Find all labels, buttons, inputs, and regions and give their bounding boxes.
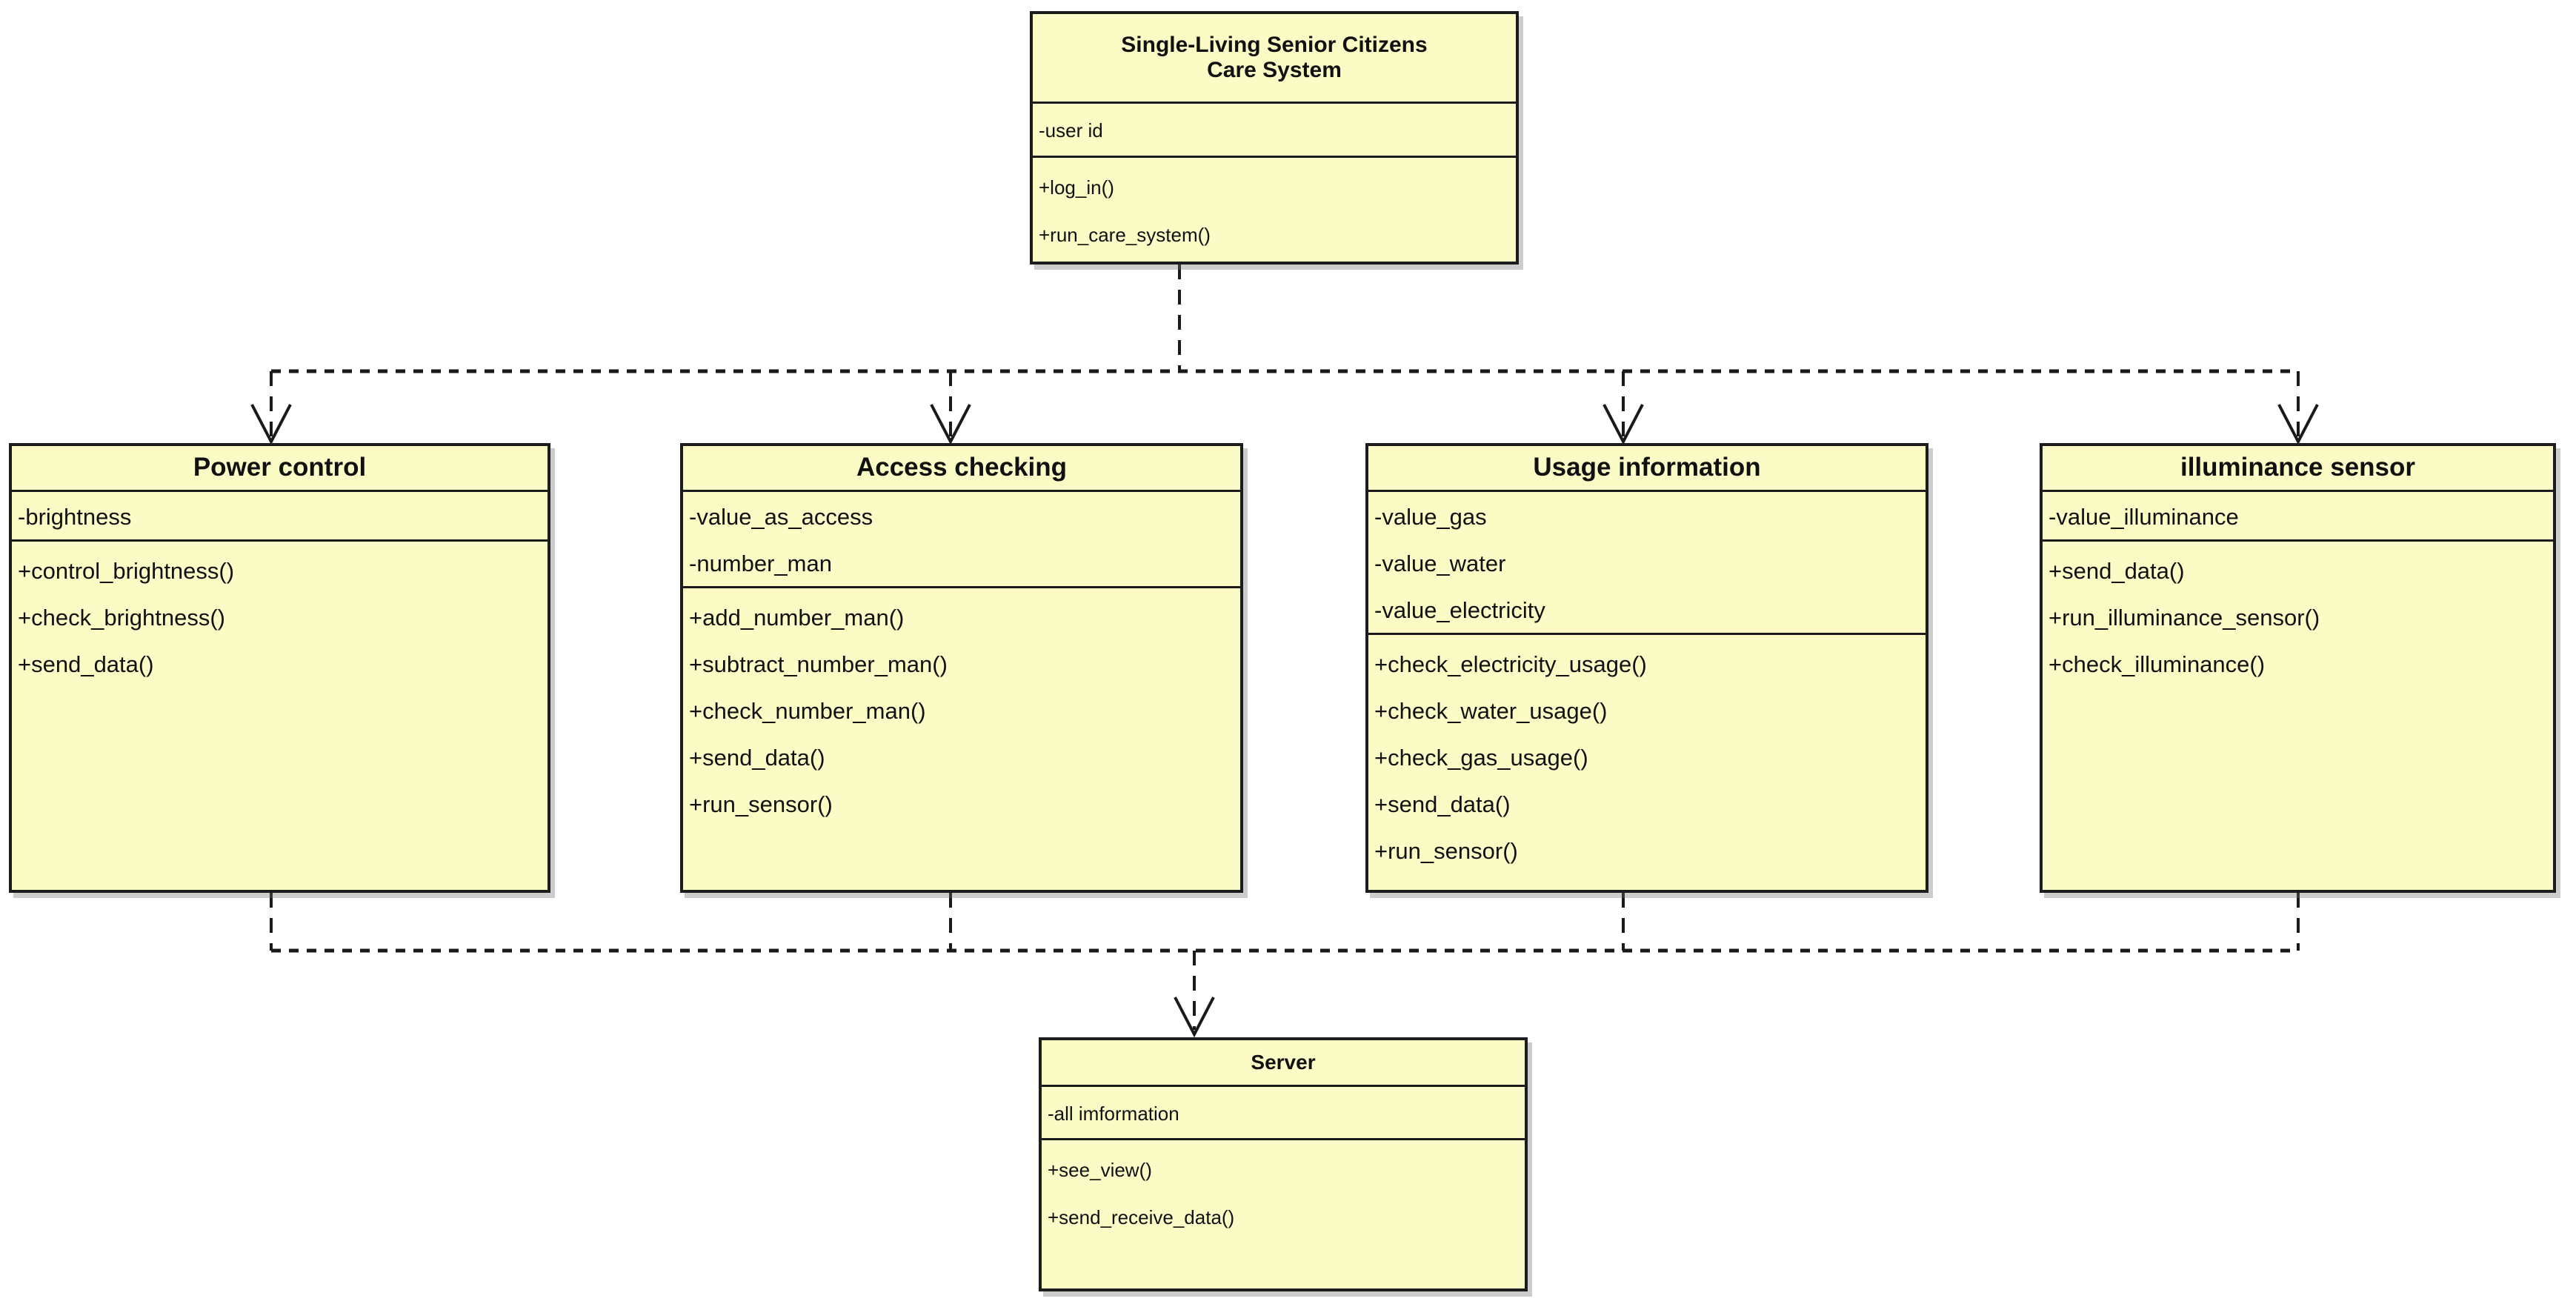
class-method: +check_illuminance(): [2049, 651, 2266, 677]
class-title: Power control: [12, 446, 548, 492]
arrowhead-access-checking: [930, 404, 971, 445]
class-method: +check_gas_usage(): [1374, 745, 1588, 771]
arrowhead-power-control: [250, 404, 292, 445]
class-name-line-1: Single-Living Senior Citizens: [1121, 32, 1428, 57]
class-title: illuminance sensor: [2043, 446, 2553, 492]
class-methods-section: +check_electricity_usage() +check_water_…: [1368, 635, 1926, 890]
class-methods-section: +log_in() +run_care_system(): [1033, 158, 1516, 262]
class-method: +add_number_man(): [689, 605, 905, 631]
class-method: +send_data(): [18, 651, 154, 677]
class-method: +run_sensor(): [1374, 838, 1518, 864]
class-name-line-2: Care System: [1207, 58, 1342, 82]
class-box-power-control: Power control -brightness +control_brigh…: [9, 443, 550, 893]
class-attribute: -value_gas: [1374, 504, 1487, 530]
class-methods-section: +send_data() +run_illuminance_sensor() +…: [2043, 542, 2553, 890]
class-method: +check_brightness(): [18, 605, 225, 631]
class-attribute: -value_as_access: [689, 504, 873, 530]
class-title: Usage information: [1368, 446, 1926, 492]
class-method: +check_water_usage(): [1374, 698, 1608, 724]
class-attribute: -value_water: [1374, 551, 1506, 576]
class-name: illuminance sensor: [2180, 453, 2416, 482]
class-methods-section: +control_brightness() +check_brightness(…: [12, 542, 548, 890]
class-method: +run_care_system(): [1039, 224, 1211, 246]
class-attributes-section: -value_illuminance: [2043, 492, 2553, 542]
class-box-illuminance-sensor: illuminance sensor -value_illuminance +s…: [2040, 443, 2556, 893]
class-attribute: -all imformation: [1048, 1103, 1179, 1125]
class-name: Usage information: [1533, 453, 1761, 482]
class-method: +log_in(): [1039, 176, 1114, 199]
class-attribute: -user id: [1039, 119, 1103, 142]
class-box-access-checking: Access checking -value_as_access -number…: [680, 443, 1243, 893]
class-method: +subtract_number_man(): [689, 651, 948, 677]
class-name: Power control: [193, 453, 367, 482]
class-method: +control_brightness(): [18, 558, 235, 584]
class-box-usage-information: Usage information -value_gas -value_wate…: [1365, 443, 1928, 893]
class-name: Access checking: [856, 453, 1068, 482]
class-box-server: Server -all imformation +see_view() +sen…: [1039, 1037, 1528, 1291]
class-method: +run_sensor(): [689, 791, 833, 817]
class-title: Access checking: [683, 446, 1240, 492]
class-method: +check_electricity_usage(): [1374, 651, 1647, 677]
class-attribute: -value_illuminance: [2049, 504, 2239, 530]
class-attribute: -value_electricity: [1374, 597, 1545, 623]
class-method: +send_data(): [689, 745, 825, 771]
class-method: +send_data(): [2049, 558, 2185, 584]
class-method: +send_receive_data(): [1048, 1206, 1235, 1228]
arrowhead-illuminance-sensor: [2277, 404, 2319, 445]
class-attributes-section: -user id: [1033, 104, 1516, 158]
class-attributes-section: -value_as_access -number_man: [683, 492, 1240, 588]
class-box-care-system: Single-Living Senior Citizens Care Syste…: [1030, 11, 1519, 265]
class-methods-section: +add_number_man() +subtract_number_man()…: [683, 588, 1240, 890]
class-attributes-section: -value_gas -value_water -value_electrici…: [1368, 492, 1926, 635]
arrowhead-server: [1174, 997, 1215, 1038]
class-method: +send_data(): [1374, 791, 1511, 817]
class-title: Single-Living Senior Citizens Care Syste…: [1033, 14, 1516, 104]
class-method: +see_view(): [1048, 1159, 1152, 1181]
class-attributes-section: -all imformation: [1042, 1087, 1525, 1140]
class-methods-section: +see_view() +send_receive_data(): [1042, 1140, 1525, 1288]
class-name: Server: [1251, 1050, 1316, 1074]
class-attribute: -number_man: [689, 551, 832, 576]
class-method: +check_number_man(): [689, 698, 926, 724]
class-attribute: -brightness: [18, 504, 132, 530]
arrowhead-usage-information: [1602, 404, 1644, 445]
class-title: Server: [1042, 1040, 1525, 1087]
class-method: +run_illuminance_sensor(): [2049, 605, 2320, 631]
class-attributes-section: -brightness: [12, 492, 548, 542]
